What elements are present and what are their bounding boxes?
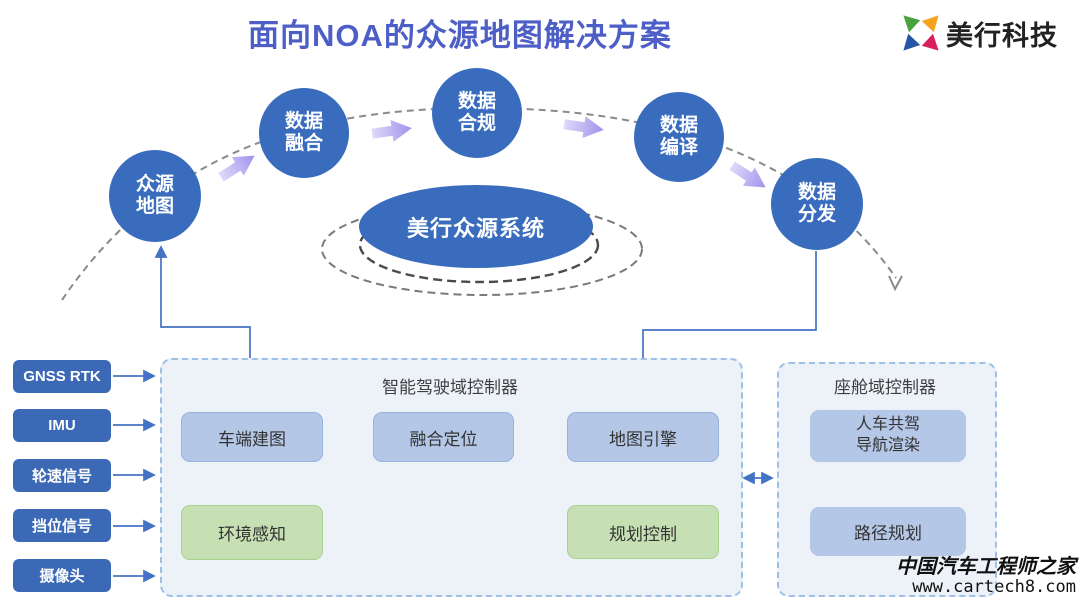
cockpit-domain-title: 座舱域控制器 xyxy=(834,378,936,397)
cycle-node-crowdsource-map: 众源 地图 xyxy=(109,150,201,242)
sensor-wheel-speed: 轮速信号 xyxy=(13,459,111,492)
module-map-engine: 地图引擎 xyxy=(567,412,719,462)
module-vehicle-mapping: 车端建图 xyxy=(181,412,323,462)
sensor-gear-signal: 挡位信号 xyxy=(13,509,111,542)
module-environment-perception: 环境感知 xyxy=(181,505,323,560)
sensor-gnss-rtk: GNSS RTK xyxy=(13,360,111,393)
company-name: 美行科技 xyxy=(946,20,1058,51)
watermark-site-name: 中国汽车工程师之家 xyxy=(896,554,1076,578)
cycle-node-data-compilation: 数据 编译 xyxy=(634,92,724,182)
cycle-node-data-fusion: 数据 融合 xyxy=(259,88,349,178)
module-codriving-nav-rendering: 人车共驾 导航渲染 xyxy=(810,410,966,462)
watermark: 中国汽车工程师之家 www.cartech8.com xyxy=(896,555,1076,598)
module-fusion-localization: 融合定位 xyxy=(373,412,514,462)
cycle-step-arrow-icon xyxy=(371,119,412,142)
module-route-planning: 路径规划 xyxy=(810,507,966,556)
page-title: 面向NOA的众源地图解决方案 xyxy=(248,18,672,53)
cycle-node-data-compliance: 数据 合规 xyxy=(432,68,522,158)
company-logo: 美行科技 xyxy=(901,13,1058,53)
cycle-step-arrow-icon xyxy=(729,161,766,188)
center-system-ellipse: 美行众源系统 xyxy=(359,185,593,268)
sensor-camera: 摄像头 xyxy=(13,559,111,592)
watermark-url: www.cartech8.com xyxy=(912,577,1076,597)
module-planning-control: 规划控制 xyxy=(567,505,719,559)
arc-end-arrow-icon xyxy=(888,275,903,292)
cycle-step-arrow-icon xyxy=(563,116,604,139)
sensor-imu: IMU xyxy=(13,409,111,442)
cycle-node-data-distribution: 数据 分发 xyxy=(771,158,863,250)
cycle-step-arrow-icon xyxy=(218,155,255,182)
pinwheel-logo-icon xyxy=(903,15,939,51)
cockpit-domain-container xyxy=(777,362,997,597)
driving-domain-title: 智能驾驶域控制器 xyxy=(382,378,518,397)
